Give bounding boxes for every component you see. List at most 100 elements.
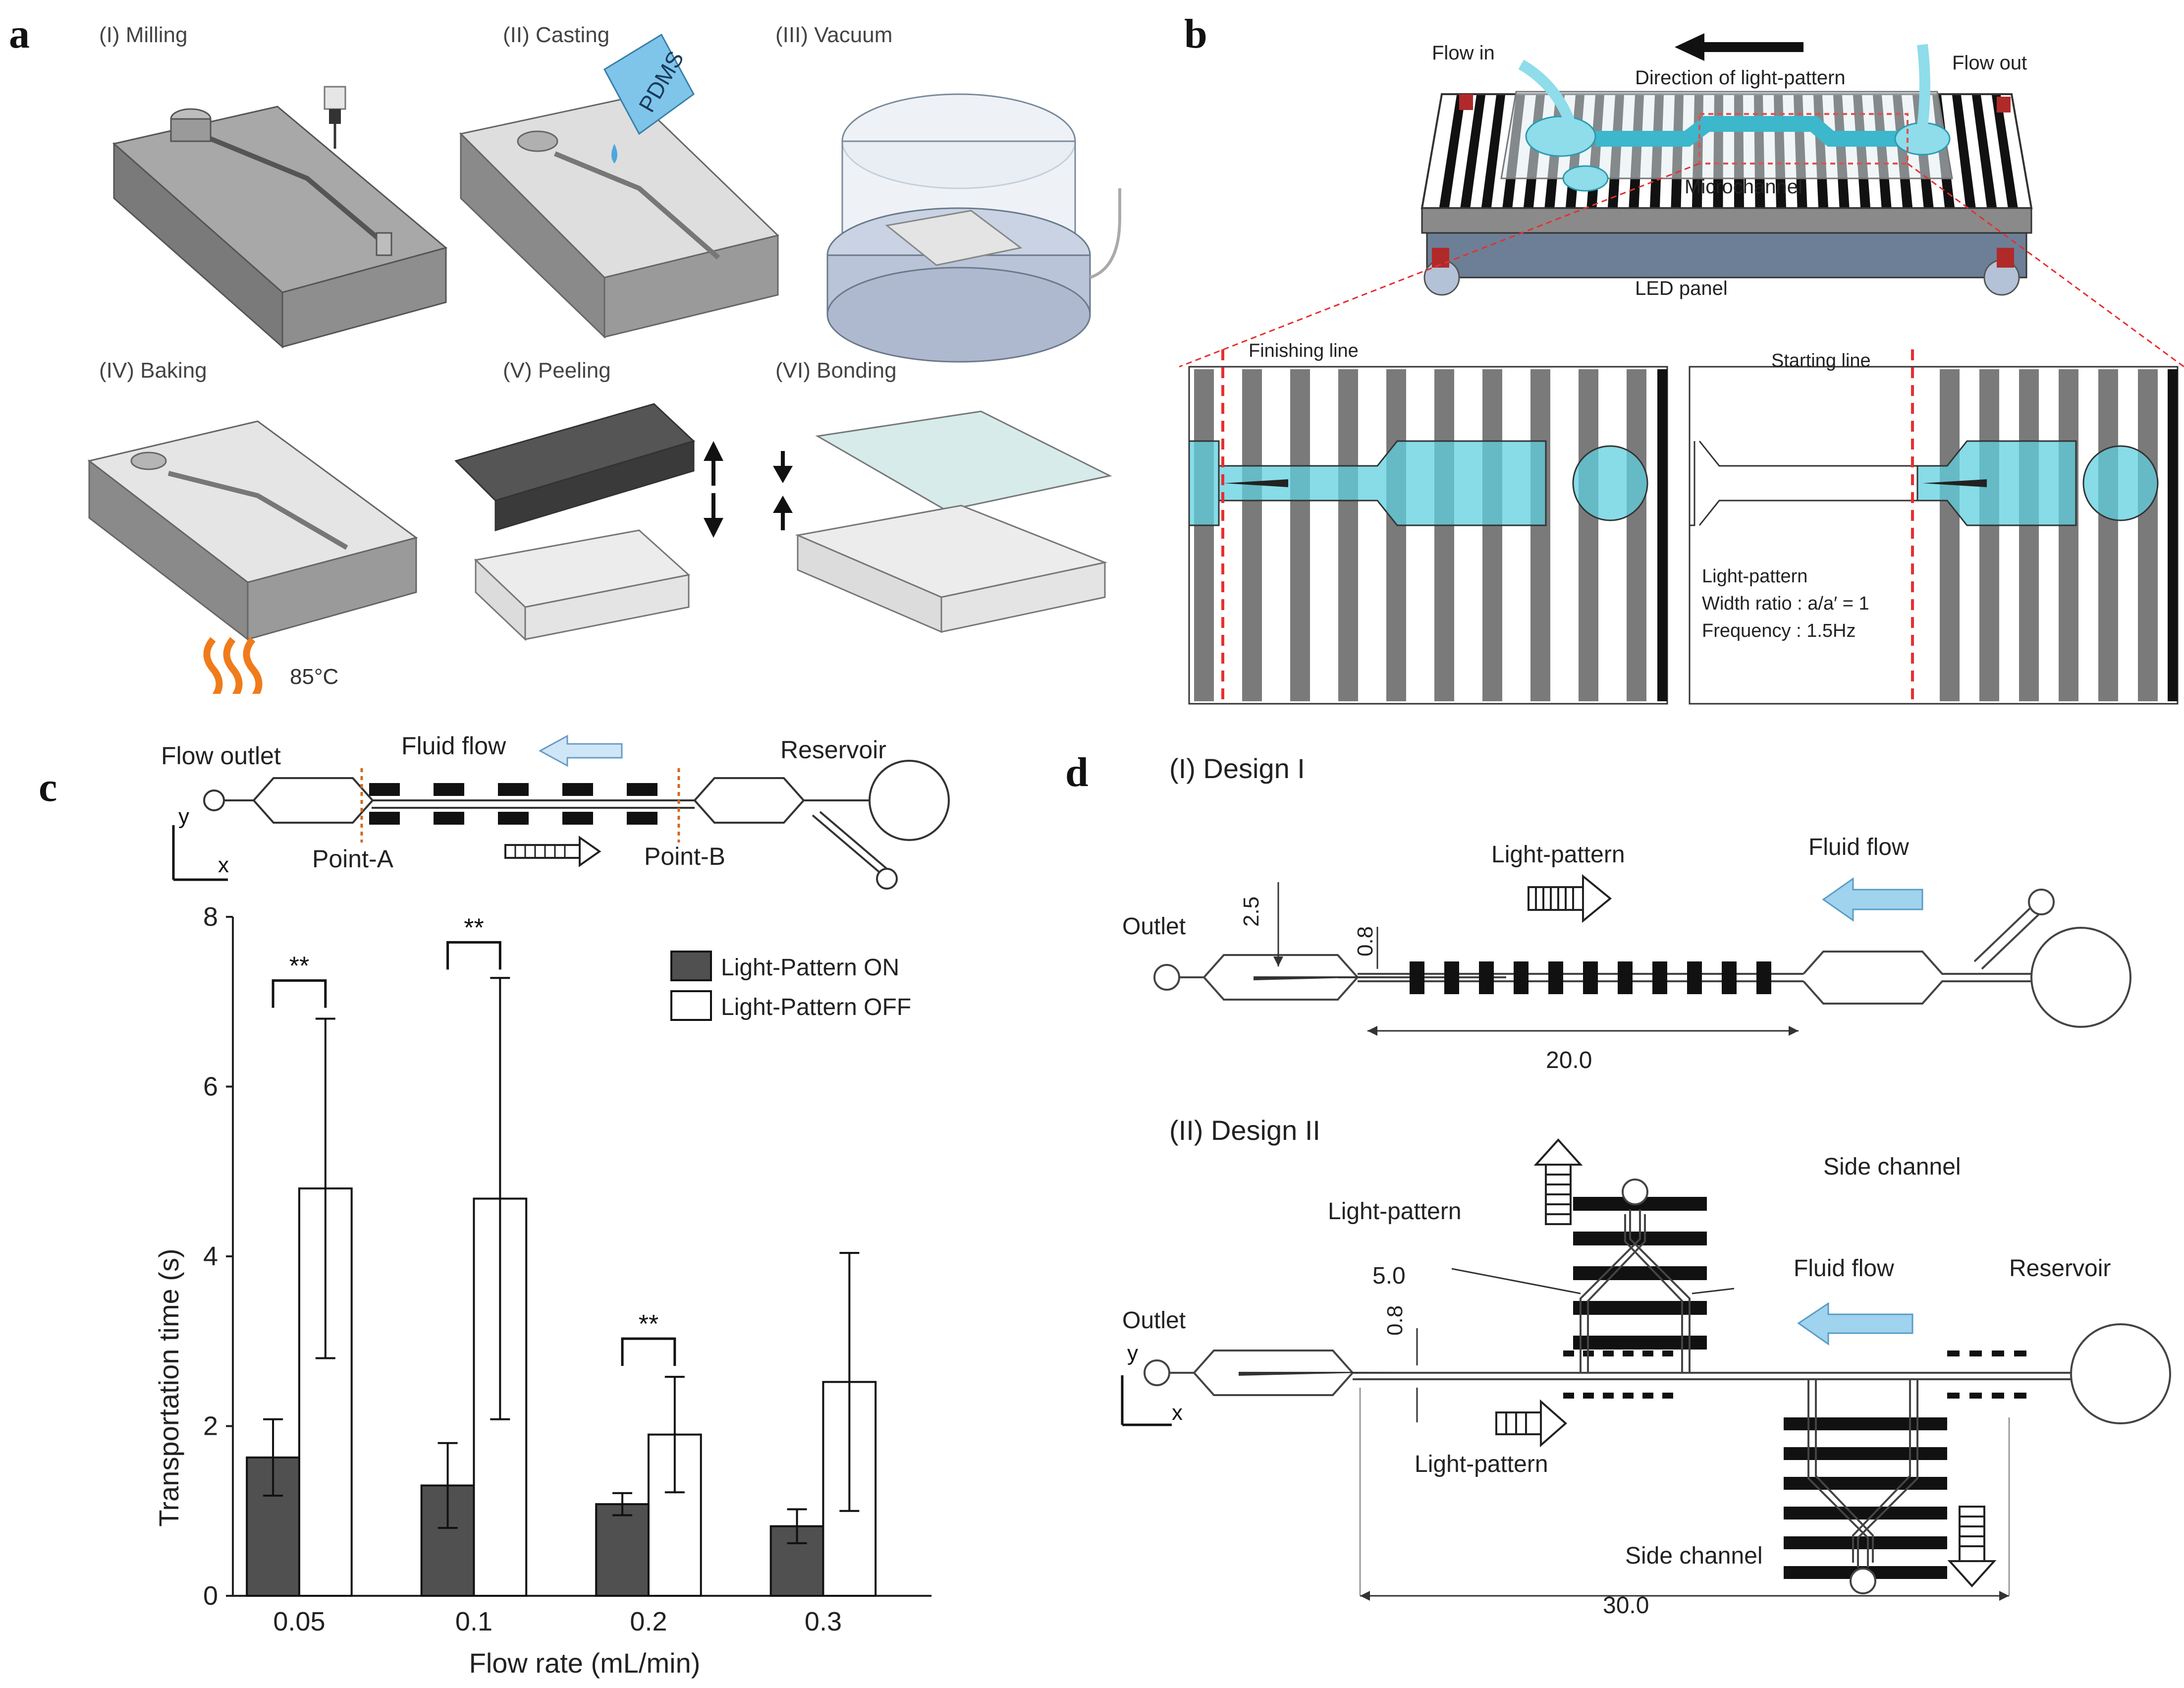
x-tick-label: 0.2	[630, 1607, 667, 1636]
design2-title: (II) Design II	[1169, 1115, 1320, 1146]
zoom-reservoir	[1572, 445, 1648, 521]
step-milling-label: (I) Milling	[99, 23, 187, 47]
zoom-bar	[1242, 369, 1262, 701]
design1-outlet-label: Outlet	[1122, 913, 1186, 940]
fluid-flow-label-c: Fluid flow	[401, 732, 506, 760]
point-b-label: Point-B	[644, 843, 725, 870]
step-peeling-label: (V) Peeling	[503, 358, 611, 383]
zoom-bar	[1627, 369, 1646, 701]
design2-reservoir-label: Reservoir	[2009, 1255, 2111, 1282]
baking-temperature: 85°C	[290, 665, 338, 689]
light-dash	[1583, 1393, 1594, 1399]
significance-bracket	[621, 1337, 676, 1366]
significance-label: **	[639, 1310, 658, 1339]
light-block	[627, 812, 657, 825]
panel-b: Flow in Flow out Direction of light-patt…	[1179, 33, 2184, 705]
zoom-bar	[1482, 369, 1502, 701]
design2-light-pattern-bottom: Light-pattern	[1415, 1451, 1548, 1477]
led-stripe	[1992, 95, 2018, 207]
chart-ylabel: Transportation time (s)	[153, 1248, 184, 1526]
zoom-bar	[1530, 369, 1550, 701]
design2-light-pattern-top: Light-pattern	[1328, 1198, 1462, 1225]
light-block	[1444, 961, 1459, 994]
light-dash	[1947, 1350, 1960, 1356]
significance-label: **	[464, 913, 484, 942]
y-tick-label: 2	[203, 1411, 218, 1441]
significance-label: **	[289, 952, 309, 980]
axes-icon-c: y x	[172, 804, 229, 881]
zoom-bar	[1940, 369, 1960, 701]
zoom-channel	[1188, 440, 1547, 526]
vacuum-chamber	[826, 93, 1121, 363]
legend-swatch-off	[670, 990, 712, 1021]
design1-fluid-arrow-icon	[1822, 877, 1923, 922]
zoom-channel	[1916, 440, 2077, 526]
design2-dim-30: 30.0	[1603, 1592, 1649, 1619]
light-block	[562, 783, 593, 796]
x-tick-label: 0.1	[455, 1607, 492, 1636]
light-dash	[1662, 1350, 1673, 1356]
zoom-bar	[1979, 369, 1999, 701]
fluid-flow-arrow-icon	[538, 734, 623, 767]
zoom-bar	[1434, 369, 1454, 701]
baking-block: 85°C	[87, 420, 418, 694]
light-dash	[2014, 1350, 2026, 1356]
light-pattern-label: Light-pattern	[1702, 566, 1807, 587]
heat-icon	[203, 637, 263, 694]
light-block	[498, 783, 529, 796]
light-block	[1618, 961, 1633, 994]
design2-outlet-label: Outlet	[1122, 1307, 1186, 1334]
direction-arrow-icon	[1675, 33, 1803, 61]
design2-dim-50: 5.0	[1372, 1263, 1406, 1289]
light-bar	[1784, 1417, 1947, 1430]
microchannel-label: Microchannel	[1685, 176, 1802, 198]
panel-b-letter: b	[1184, 11, 1207, 57]
panel-a: (I) Milling (II) Casting (III) Vacuum (I…	[87, 23, 1121, 694]
finishing-view: Finishing line	[1188, 340, 1668, 705]
light-dash	[1662, 1393, 1673, 1399]
design1-title: (I) Design I	[1169, 753, 1305, 784]
starting-view: Starting line Light-pattern Width ratio …	[1689, 349, 2179, 705]
light-block	[1652, 961, 1667, 994]
design2-light-arrow-up-icon	[1533, 1138, 1583, 1225]
bar-on	[595, 1503, 650, 1597]
milling-tool-icon	[324, 86, 346, 149]
light-dash	[1947, 1393, 1960, 1399]
led-panel-label: LED panel	[1635, 278, 1728, 299]
chart-xlabel: Flow rate (mL/min)	[469, 1647, 701, 1679]
light-dash	[2014, 1393, 2026, 1399]
design2-fluid-arrow-icon	[1797, 1302, 1913, 1346]
chart-legend: Light-Pattern ON Light-Pattern OFF	[670, 951, 911, 1021]
light-block	[627, 783, 657, 796]
significance-bracket	[272, 979, 327, 1008]
light-block	[1756, 961, 1771, 994]
step-vacuum-label: (III) Vacuum	[775, 23, 892, 47]
legend-off-label: Light-Pattern OFF	[721, 994, 911, 1020]
zoom-bar	[2138, 369, 2158, 701]
light-bar	[1573, 1301, 1707, 1315]
light-bar	[1573, 1266, 1707, 1280]
axis-x-label-c: x	[218, 853, 229, 877]
panel-c-letter: c	[39, 764, 57, 810]
light-block	[498, 812, 529, 825]
peel-arrows-icon	[704, 441, 723, 538]
starting-line-label: Starting line	[1771, 350, 1871, 371]
zoom-bar	[1290, 369, 1310, 701]
panel-d-letter: d	[1065, 749, 1089, 795]
casting-block: PDMS	[459, 33, 780, 339]
light-block	[434, 812, 464, 825]
light-dash	[1992, 1393, 2004, 1399]
y-tick-label: 0	[203, 1581, 218, 1611]
zoom-bar	[1386, 369, 1406, 701]
significance-bracket	[446, 941, 501, 970]
light-dash	[1603, 1350, 1614, 1356]
design1-dim-25: 2.5	[1239, 897, 1263, 927]
axis-y-label-c: y	[178, 804, 189, 829]
design1-dim-20: 20.0	[1546, 1047, 1592, 1073]
x-tick-label: 0.3	[805, 1607, 842, 1636]
light-bar	[1784, 1536, 1947, 1549]
light-bar	[1784, 1477, 1947, 1490]
led-stripe	[1439, 95, 1466, 207]
light-dash	[1603, 1393, 1614, 1399]
panel-c: Flow outlet Fluid flow Reservoir Point-A…	[153, 732, 950, 1679]
